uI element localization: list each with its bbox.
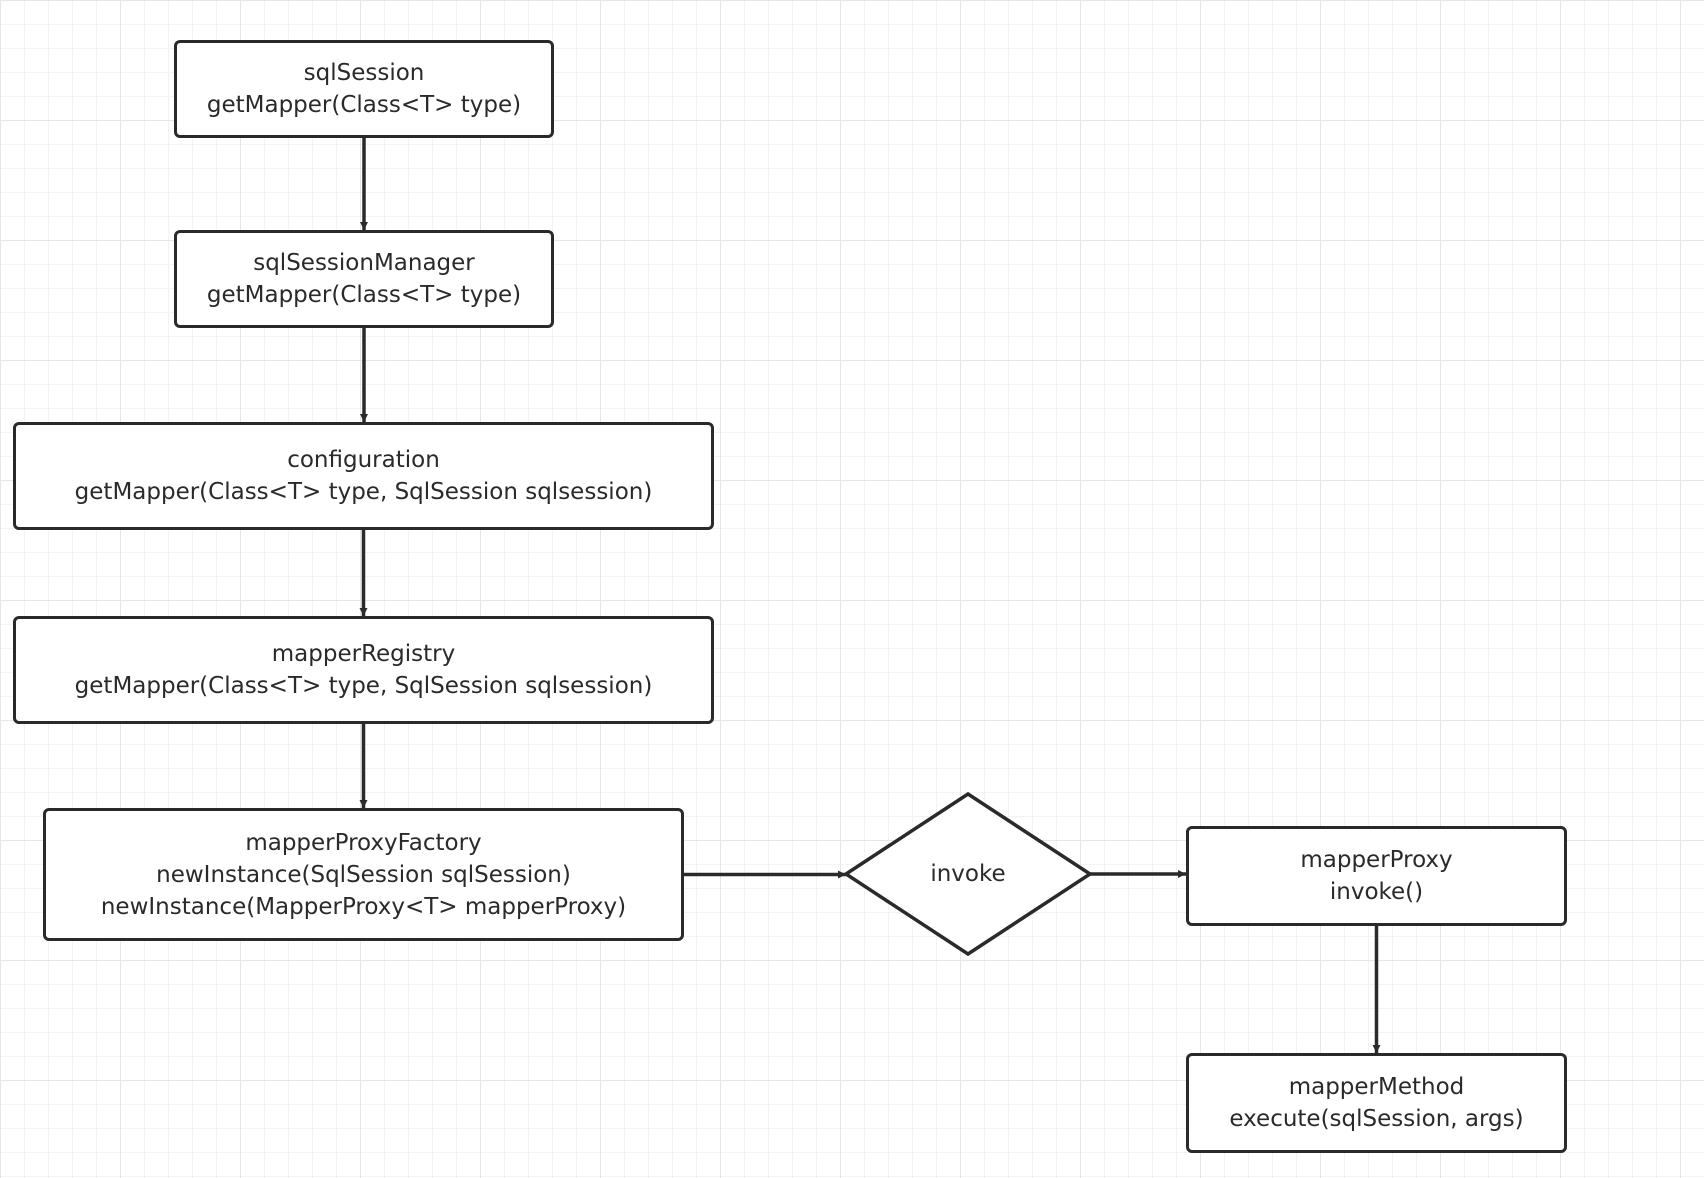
node-line: getMapper(Class<T> type) bbox=[206, 92, 522, 118]
edges-layer bbox=[359, 138, 1381, 1053]
node-line: configuration bbox=[287, 447, 440, 473]
node-line: mapperProxy bbox=[1300, 847, 1453, 873]
node-line: getMapper(Class<T> type, SqlSession sqls… bbox=[74, 673, 653, 699]
node-line: mapperProxyFactory bbox=[245, 829, 482, 856]
node-line: mapperMethod bbox=[1288, 1074, 1465, 1100]
node-configuration[interactable]: configuration getMapper(Class<T> type, Sq… bbox=[13, 422, 714, 530]
node-mapperRegistry[interactable]: mapperRegistry getMapper(Class<T> type, S… bbox=[13, 616, 714, 724]
node-line: mapperRegistry bbox=[271, 641, 456, 667]
decision-diamond-invoke[interactable] bbox=[842, 791, 1094, 957]
node-line: sqlSession bbox=[303, 60, 425, 86]
node-line: getMapper(Class<T> type) bbox=[206, 282, 522, 308]
node-sqlSessionManager[interactable]: sqlSessionManager getMapper(Class<T> type… bbox=[174, 230, 554, 328]
node-line: newInstance(SqlSession sqlSession) bbox=[156, 861, 571, 888]
node-line: getMapper(Class<T> type, SqlSession sqls… bbox=[74, 479, 653, 505]
node-line: invoke() bbox=[1329, 879, 1424, 905]
node-line: execute(sqlSession, args) bbox=[1229, 1106, 1524, 1132]
node-sqlSession[interactable]: sqlSession getMapper(Class<T> type) bbox=[174, 40, 554, 138]
decision-label: invoke bbox=[930, 861, 1006, 887]
node-line: sqlSessionManager bbox=[253, 250, 475, 276]
node-mapperMethod[interactable]: mapperMethod execute(sqlSession, args) bbox=[1186, 1053, 1567, 1153]
node-line: newInstance(MapperProxy<T> mapperProxy) bbox=[100, 893, 627, 920]
node-mapperProxyFactory[interactable]: mapperProxyFactory newInstance(SqlSession… bbox=[43, 808, 684, 941]
node-mapperProxy[interactable]: mapperProxy invoke() bbox=[1186, 826, 1567, 926]
